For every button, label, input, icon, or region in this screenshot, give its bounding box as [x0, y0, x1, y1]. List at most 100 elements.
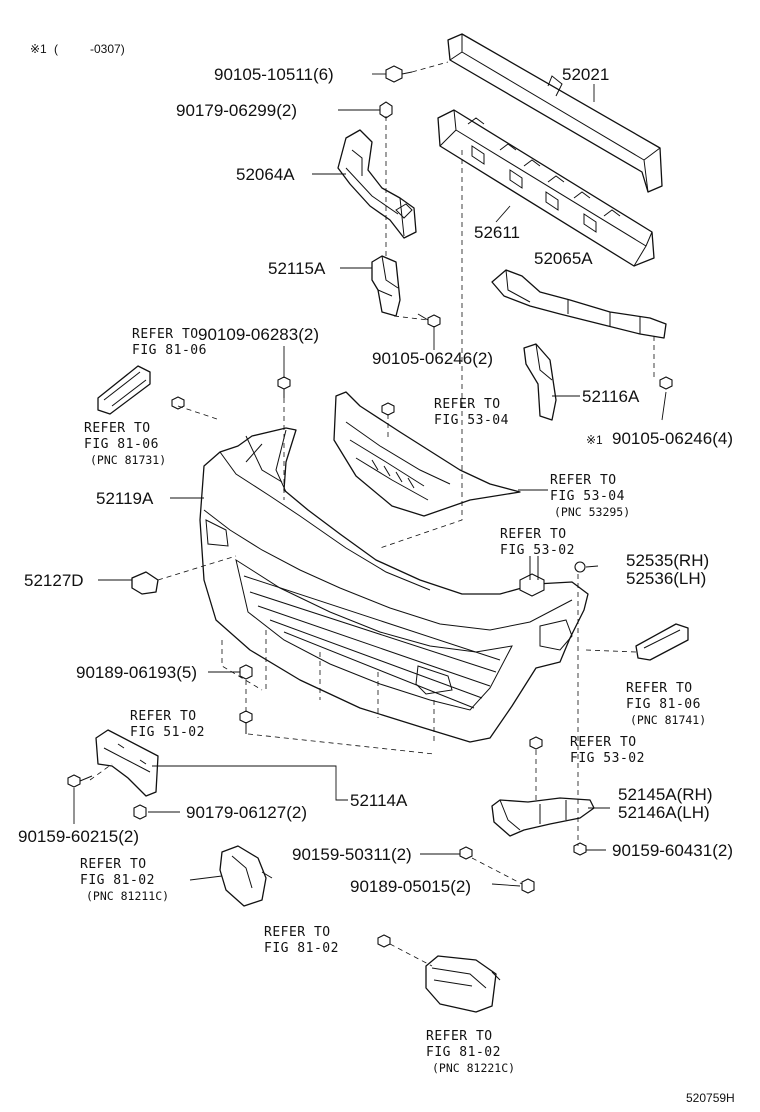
label-90105-10511: 90105-10511(6): [214, 65, 334, 84]
note-range: -0307): [90, 42, 125, 56]
note-marker: ※1: [30, 42, 47, 56]
label-90159-60431: 90159-60431(2): [612, 841, 733, 860]
clip-52535[interactable]: [574, 561, 586, 573]
label-90105-06246-4: 90105-06246(4): [612, 429, 733, 448]
svg-text:(PNC 53295): (PNC 53295): [554, 505, 630, 519]
refer-r6[interactable]: REFER TO FIG 81-06 (PNC 81741): [626, 681, 706, 727]
screw-53-02-lower[interactable]: [529, 736, 543, 750]
svg-text:(PNC 81741): (PNC 81741): [630, 713, 706, 727]
bolt-90109-06283[interactable]: [277, 376, 291, 398]
bracket-52116a[interactable]: [523, 343, 557, 421]
bracket-52145a[interactable]: [491, 797, 595, 837]
label-52065a: 52065A: [534, 249, 593, 268]
label-52536-lh: 52536(LH): [626, 569, 706, 588]
refer-r10[interactable]: REFER TO FIG 81-02: [264, 925, 339, 956]
bolt-90159-60215[interactable]: [67, 774, 93, 788]
label-52127d: 52127D: [24, 571, 84, 590]
label-52145a-rh: 52145A(RH): [618, 785, 713, 804]
part-labels: 90105-10511(6) 90179-06299(2) 52021 5206…: [18, 65, 733, 896]
nut-90179-06299[interactable]: [379, 101, 393, 119]
label-90189-05015: 90189-05015(2): [350, 877, 471, 896]
bolt-90105-06246-center[interactable]: [417, 313, 441, 328]
svg-text:REFER TO: REFER TO: [80, 857, 147, 872]
refer-r11[interactable]: REFER TO FIG 81-02 (PNC 81221C): [426, 1029, 515, 1075]
svg-text:FIG 53-02: FIG 53-02: [500, 543, 575, 558]
bolt-90159-50311[interactable]: [459, 846, 473, 860]
label-90109-06283: 90109-06283(2): [198, 325, 319, 344]
side-marker-lamp-left[interactable]: [97, 365, 185, 415]
svg-text:REFER TO: REFER TO: [130, 709, 197, 724]
refer-r5[interactable]: REFER TO FIG 53-02: [500, 527, 575, 558]
reinforcement-52021[interactable]: [447, 33, 663, 193]
label-52021: 52021: [562, 65, 609, 84]
svg-text:(PNC 81731): (PNC 81731): [90, 453, 166, 467]
screw-51-02[interactable]: [239, 710, 253, 734]
svg-text:FIG 53-02: FIG 53-02: [570, 751, 645, 766]
refer-r4[interactable]: REFER TO FIG 53-04 (PNC 53295): [550, 473, 630, 519]
svg-text:(PNC 81221C): (PNC 81221C): [432, 1061, 515, 1075]
svg-text:FIG 51-02: FIG 51-02: [130, 725, 205, 740]
refer-r1[interactable]: REFER TO FIG 81-06: [132, 327, 207, 358]
svg-text:FIG 81-06: FIG 81-06: [626, 697, 701, 712]
bracket-52115a[interactable]: [371, 255, 401, 317]
label-52114a: 52114A: [350, 791, 408, 810]
leader-lines: [73, 73, 667, 887]
label-90179-06127: 90179-06127(2): [186, 803, 307, 822]
svg-text:REFER TO: REFER TO: [550, 473, 617, 488]
label-90179-06299: 90179-06299(2): [176, 101, 297, 120]
nut-90179-06127[interactable]: [133, 804, 147, 820]
svg-text:FIG 53-04: FIG 53-04: [550, 489, 625, 504]
fog-lamp-81211c[interactable]: [219, 845, 273, 907]
bolt-90159-60431[interactable]: [573, 842, 587, 856]
svg-text:FIG 81-06: FIG 81-06: [84, 437, 159, 452]
refer-r3[interactable]: REFER TO FIG 53-04: [434, 397, 509, 428]
label-52146a-lh: 52146A(LH): [618, 803, 710, 822]
label-90189-06193: 90189-06193(5): [76, 663, 197, 682]
svg-text:REFER TO: REFER TO: [626, 681, 693, 696]
svg-text:FIG 81-02: FIG 81-02: [426, 1045, 501, 1060]
svg-text:REFER TO: REFER TO: [426, 1029, 493, 1044]
refer-r7[interactable]: REFER TO FIG 51-02: [130, 709, 205, 740]
svg-text:FIG 81-06: FIG 81-06: [132, 343, 207, 358]
alignment-lines: [89, 61, 655, 967]
label-52119a: 52119A: [96, 489, 154, 508]
bracket-52064a[interactable]: [337, 129, 417, 239]
refer-callouts: REFER TO FIG 81-06 REFER TO FIG 81-06 (P…: [80, 327, 706, 1075]
refer-r8[interactable]: REFER TO FIG 53-02: [570, 735, 645, 766]
tow-hook-cover-52127d[interactable]: [131, 571, 159, 595]
svg-text:REFER TO: REFER TO: [264, 925, 331, 940]
svg-text:REFER TO: REFER TO: [434, 397, 501, 412]
clip-90189-05015[interactable]: [521, 878, 535, 894]
svg-text:REFER TO: REFER TO: [570, 735, 637, 750]
bolt-90105-06246-right[interactable]: [659, 376, 673, 390]
screw-81-02[interactable]: [377, 934, 391, 948]
side-marker-lamp-right[interactable]: [635, 623, 689, 661]
label-52064a: 52064A: [236, 165, 295, 184]
absorber-52611[interactable]: [437, 109, 655, 267]
label-52115a: 52115A: [268, 259, 326, 278]
label-52535-rh: 52535(RH): [626, 551, 709, 570]
note-open: (: [54, 42, 58, 56]
svg-text:REFER TO: REFER TO: [84, 421, 151, 436]
radiator-grille[interactable]: [333, 391, 521, 517]
svg-text:FIG 81-02: FIG 81-02: [264, 941, 339, 956]
bolt-90105-10511[interactable]: [385, 65, 413, 83]
svg-text:FIG 53-04: FIG 53-04: [434, 413, 509, 428]
fog-lamp-81221c[interactable]: [425, 955, 501, 1013]
svg-text:(PNC 81211C): (PNC 81211C): [86, 889, 169, 903]
diagram-code: 520759H: [686, 1091, 735, 1105]
refer-r2[interactable]: REFER TO FIG 81-06 (PNC 81731): [84, 421, 166, 467]
license-bracket-52114a[interactable]: [95, 729, 159, 797]
bumper-cover-52119a[interactable]: [199, 427, 589, 743]
label-52116a: 52116A: [582, 387, 640, 406]
svg-text:REFER TO: REFER TO: [132, 327, 199, 342]
label-90159-60215: 90159-60215(2): [18, 827, 139, 846]
label-note-marker: ※1: [586, 433, 603, 447]
label-90105-06246-2: 90105-06246(2): [372, 349, 493, 368]
refer-r9[interactable]: REFER TO FIG 81-02 (PNC 81211C): [80, 857, 169, 903]
bracket-52065a[interactable]: [491, 269, 667, 339]
svg-text:REFER TO: REFER TO: [500, 527, 567, 542]
svg-text:FIG 81-02: FIG 81-02: [80, 873, 155, 888]
clip-90189-06193[interactable]: [239, 664, 253, 680]
